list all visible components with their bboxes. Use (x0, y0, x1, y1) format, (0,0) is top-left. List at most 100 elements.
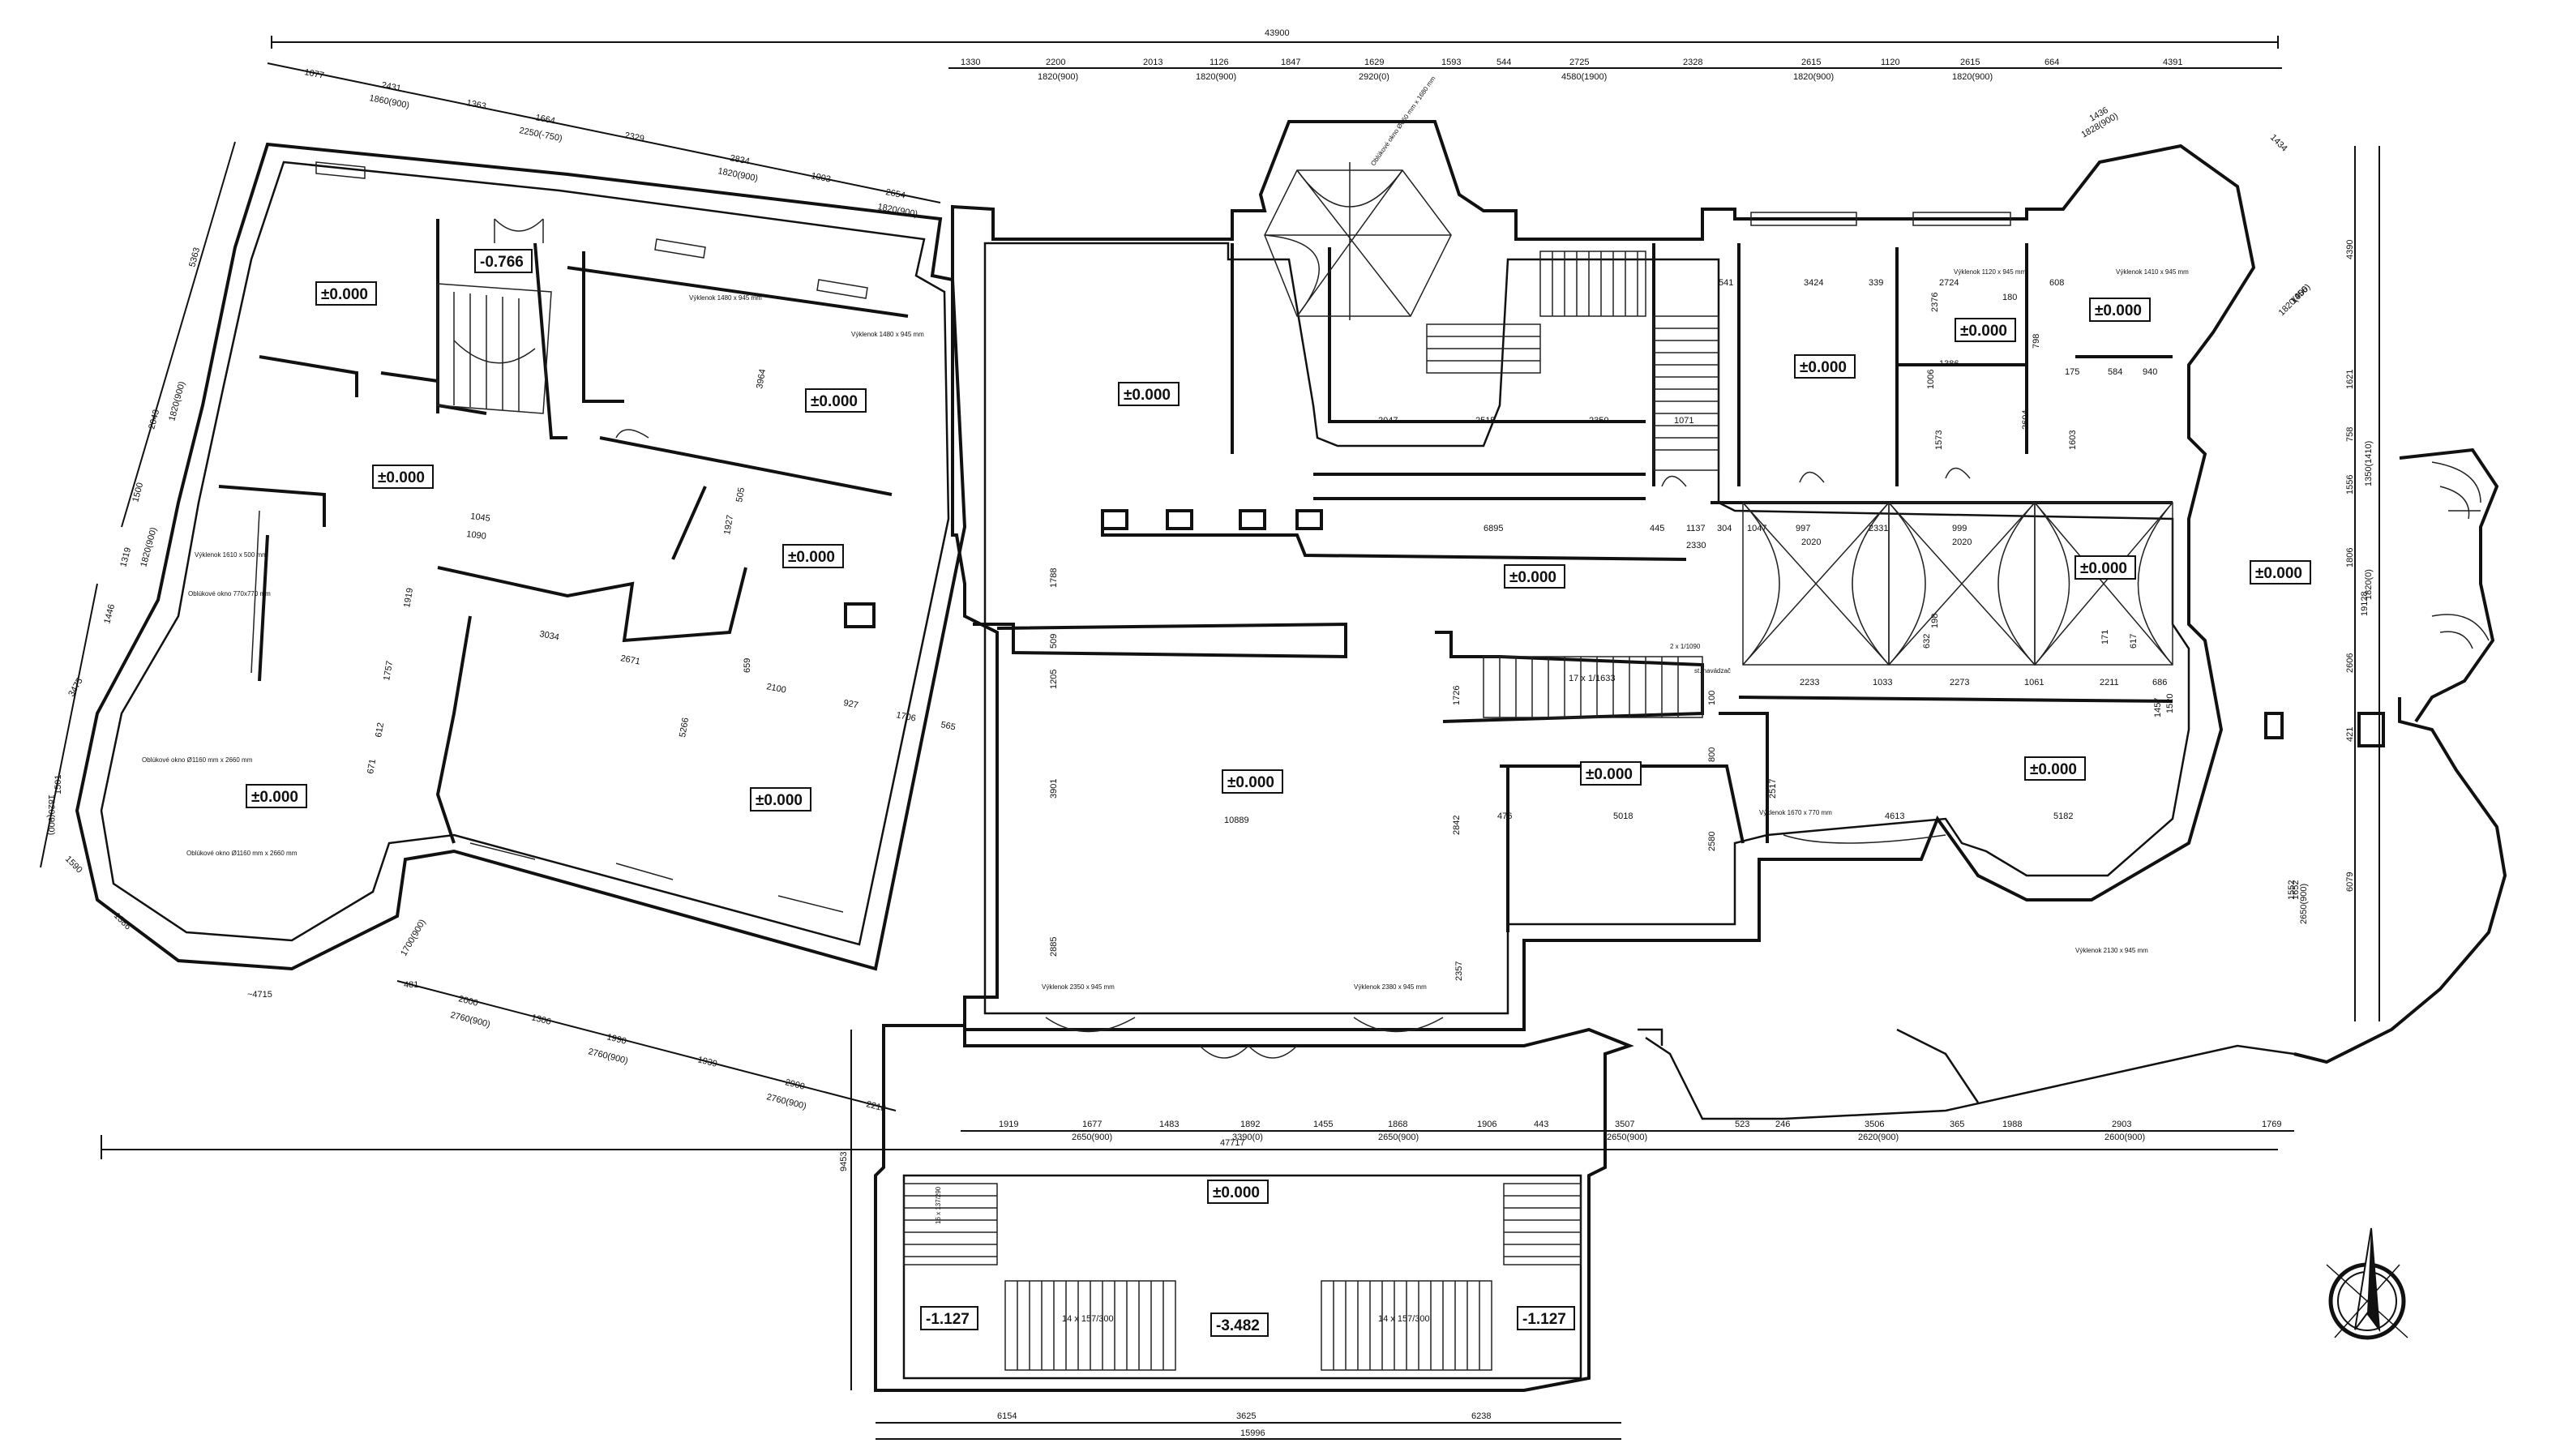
stair-terrace-center-left: 14 x 157/300 (1004, 1280, 1176, 1371)
dim-int: 3034 (538, 629, 559, 642)
dim-int: 1386 (1939, 359, 1959, 369)
dim-tl: 1363 (465, 98, 486, 111)
dim-left: 1319 (118, 546, 133, 568)
svg-text:-0.766: -0.766 (480, 254, 524, 271)
dim-tl: 2834 (729, 153, 750, 166)
dim-tl: 2431 (380, 80, 401, 93)
svg-text:±0.000: ±0.000 (1800, 359, 1847, 376)
dim-right: 4390 (2345, 240, 2355, 259)
svg-text:±0.000: ±0.000 (756, 792, 803, 809)
svg-text:±0.000: ±0.000 (1213, 1184, 1260, 1201)
dim-top: 1126 (1210, 58, 1229, 67)
level-label: ±0.000 (2024, 756, 2086, 781)
dim-int: 1757 (382, 660, 395, 681)
dim-int: 2350 (1589, 416, 1608, 426)
dim-int: 1652 (2291, 880, 2301, 900)
note-window: Oblúkové okno 770x770 mm (188, 590, 271, 597)
svg-text:±0.000: ±0.000 (2095, 302, 2142, 319)
dim-int: 1919 (402, 587, 415, 608)
svg-text:±0.000: ±0.000 (1227, 774, 1274, 791)
dim-int: 1205 (1049, 670, 1059, 689)
dim-bottom-sub: 2600(900) (2104, 1133, 2145, 1142)
windows (315, 161, 2011, 1033)
dim-left-sub: 1820(900) (167, 380, 187, 422)
svg-text:±0.000: ±0.000 (321, 286, 368, 303)
dim-int: 2330 (1686, 541, 1706, 550)
dim-int: 2233 (1800, 678, 1819, 687)
dim-int: 2020 (1801, 537, 1821, 547)
level-label: ±0.000 (782, 544, 844, 568)
dim-int: 509 (1049, 634, 1059, 649)
dim-left: 1590 (63, 854, 84, 876)
dim-right: 6079 (2345, 872, 2355, 892)
note-window: Výklenok 1670 x 770 mm (1759, 809, 1832, 816)
dim-int: 339 (1869, 278, 1883, 288)
vault-bay-3 (2034, 502, 2173, 666)
dim-right-col: 4390 1621 758 1556 1806 2606 421 6079 15… (2287, 240, 2374, 924)
level-label: ±0.000 (750, 787, 811, 812)
svg-text:±0.000: ±0.000 (2080, 560, 2127, 577)
note-window: Výklenok 1410 x 945 mm (2116, 268, 2189, 276)
dim-int: 565 (940, 720, 956, 732)
dim-right: 758 (2345, 427, 2355, 442)
dim-int: 3901 (1049, 779, 1059, 799)
dim-top-sub: 1820(900) (1952, 72, 1993, 82)
dim-int: 2671 (619, 653, 640, 666)
dim-int: 927 (842, 698, 858, 710)
dim-int: 2724 (1939, 278, 1959, 288)
dim-int: 2331 (1869, 524, 1888, 533)
note-stair: 16 x 137/290 (935, 1186, 942, 1224)
note-stair: 2 x 1/1090 (1670, 643, 1701, 650)
dim-bl-sub: 2760(900) (587, 1047, 629, 1066)
note-window: Výklenok 1610 x 500 mm (195, 551, 268, 559)
dim-int: 686 (2152, 678, 2167, 687)
dim-int: 304 (1717, 524, 1732, 533)
dim-top: 2615 (1960, 58, 1980, 67)
dim-int: 2211 (2100, 678, 2119, 687)
dim-interior: 3424 339 541 2724 608 180 1386 2376 798 … (366, 105, 2312, 981)
dim-int: 1788 (1049, 568, 1059, 588)
dim-int: 2100 (765, 682, 786, 695)
dim-bottom: 1483 (1159, 1120, 1179, 1129)
dim-top-total: 43900 (1265, 28, 1290, 38)
dim-int: 798 (2032, 334, 2041, 349)
dim-int: 584 (2108, 367, 2122, 377)
level-label: ±0.000 (1222, 769, 1283, 794)
level-label: ±0.000 (1580, 761, 1642, 786)
dim-tl: 1003 (810, 171, 831, 184)
dim-tl: 2329 (623, 131, 644, 143)
dim-left: 1500 (131, 482, 145, 503)
dim-tl-sub: 1820(900) (717, 166, 759, 183)
dim-right: 1552 (2287, 880, 2297, 900)
svg-text:-1.127: -1.127 (1522, 1311, 1566, 1328)
dim-top: 2013 (1143, 58, 1162, 67)
dim-terrace: 3625 (1236, 1411, 1256, 1421)
dim-int: 5182 (2053, 812, 2073, 821)
level-label: ±0.000 (315, 281, 377, 306)
dim-int: 2842 (1452, 816, 1462, 835)
dim-int: 1061 (2024, 678, 2044, 687)
dim-tl-sub: 1860(900) (368, 93, 410, 110)
dim-bl-sub: 2760(900) (765, 1092, 807, 1111)
dim-int: 1457 (2153, 698, 2163, 717)
dim-bottom: 1988 (2002, 1120, 2022, 1129)
dim-top-sub: 1820(900) (1196, 72, 1236, 82)
dim-terrace-height: 9453 (839, 1152, 849, 1171)
dim-bottom: 1906 (1477, 1120, 1496, 1129)
stair-lower-central: 17 x 1/1633 (1483, 656, 1703, 718)
dim-int: 617 (2129, 634, 2139, 649)
dim-int: 1820(900) (2277, 282, 2313, 318)
level-label: -1.127 (920, 1306, 978, 1330)
dim-bottom: 443 (1534, 1120, 1548, 1129)
note-window: Výklenok 1480 x 945 mm (689, 294, 762, 302)
dim-int: 1137 (1686, 524, 1706, 533)
annotations: Výklenok 1480 x 945 mm Výklenok 1480 x 9… (142, 75, 2189, 1421)
dim-int: 3964 (755, 368, 768, 389)
dim-int: 180 (2002, 293, 2017, 302)
dim-bottom: 1892 (1240, 1120, 1260, 1129)
dim-bottom-sub: 2620(900) (1858, 1133, 1899, 1142)
svg-text:±0.000: ±0.000 (378, 469, 425, 486)
note-window: Výklenok 1120 x 945 mm (1954, 268, 2027, 276)
note-window: Oblúkové okno Ø1160 mm x 2660 mm (142, 756, 253, 764)
dim-int: 2517 (1768, 779, 1778, 799)
